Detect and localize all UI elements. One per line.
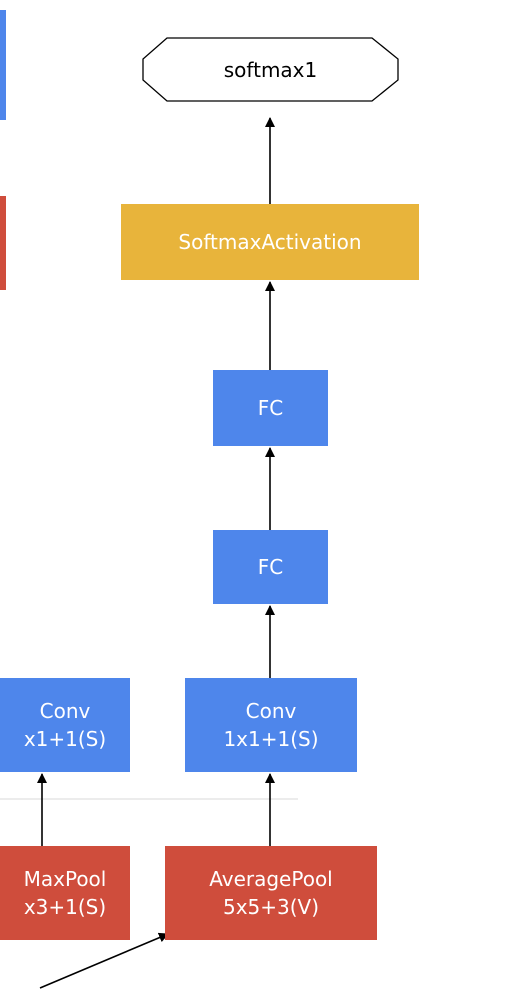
pool-left-line1: MaxPool [23, 867, 107, 891]
conv-right-line2: 1x1+1(S) [223, 727, 319, 751]
pool-right-node: AveragePool 5x5+3(V) [165, 846, 377, 940]
fc-upper-label: FC [257, 396, 284, 420]
fc-lower-node: FC [213, 530, 328, 604]
partial-red-node [0, 196, 6, 290]
conv-left-line2: x1+1(S) [23, 727, 107, 751]
softmax-output-label: softmax1 [223, 57, 318, 82]
edge-incoming-to-pool-right [39, 932, 169, 989]
softmax-activation-node: SoftmaxActivation [121, 204, 419, 280]
fc-lower-label: FC [257, 555, 284, 579]
softmax-output-node: softmax1 [143, 38, 398, 101]
pool-left-line2: x3+1(S) [23, 895, 107, 919]
pool-right-line1: AveragePool [209, 867, 333, 891]
fc-upper-node: FC [213, 370, 328, 446]
conv-left-line1: Conv [39, 699, 91, 723]
pool-left-node: MaxPool x3+1(S) [0, 846, 130, 940]
partial-blue-node [0, 10, 6, 120]
softmax-activation-label: SoftmaxActivation [178, 230, 362, 254]
conv-left-node: Conv x1+1(S) [0, 678, 130, 772]
softmax-output-octagon [142, 37, 399, 102]
conv-right-node: Conv 1x1+1(S) [185, 678, 357, 772]
pool-right-line2: 5x5+3(V) [222, 895, 320, 919]
conv-right-line1: Conv [245, 699, 297, 723]
